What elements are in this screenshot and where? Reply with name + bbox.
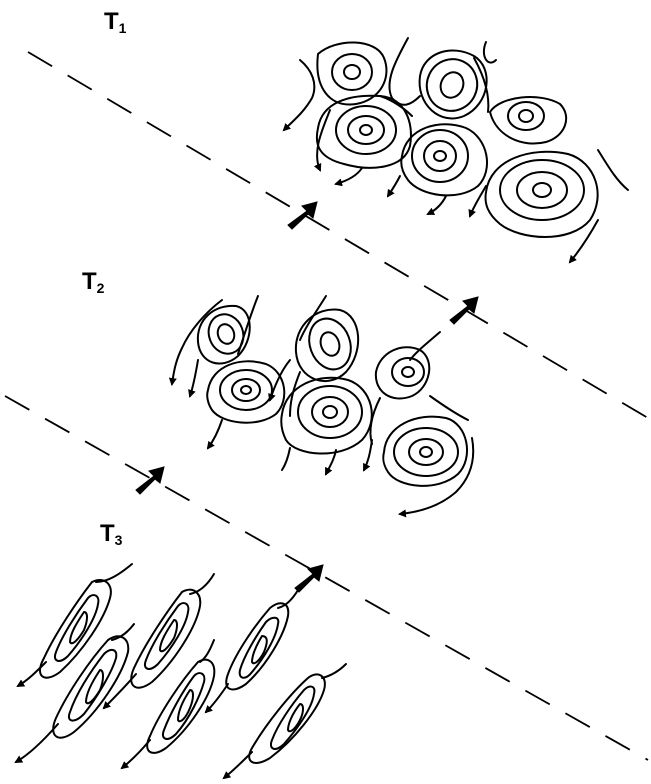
dashed-boundary-line-1 bbox=[28, 52, 648, 418]
stage-label-t2: T2 bbox=[82, 270, 104, 295]
boundary-arrow-icon-3 bbox=[136, 467, 164, 494]
stage-label-t1: T1 bbox=[104, 10, 126, 35]
boundary-arrow-icon-1 bbox=[288, 202, 317, 229]
stage-label-index: 2 bbox=[97, 280, 105, 296]
stage-label-index: 1 bbox=[119, 20, 127, 36]
vortex-pattern-t3 bbox=[16, 564, 346, 778]
stage-label-index: 3 bbox=[115, 532, 123, 548]
stage-label-letter: T bbox=[104, 8, 119, 35]
vortex-pattern-t2 bbox=[172, 296, 473, 514]
boundary-arrow-icon-2 bbox=[450, 297, 478, 324]
boundary-arrow-icon-4 bbox=[295, 565, 323, 592]
dashed-boundary-line-2 bbox=[5, 396, 648, 760]
vortex-pattern-t1 bbox=[284, 38, 628, 262]
stage-label-letter: T bbox=[82, 268, 97, 295]
stage-label-letter: T bbox=[100, 520, 115, 547]
stage-label-t3: T3 bbox=[100, 522, 122, 547]
